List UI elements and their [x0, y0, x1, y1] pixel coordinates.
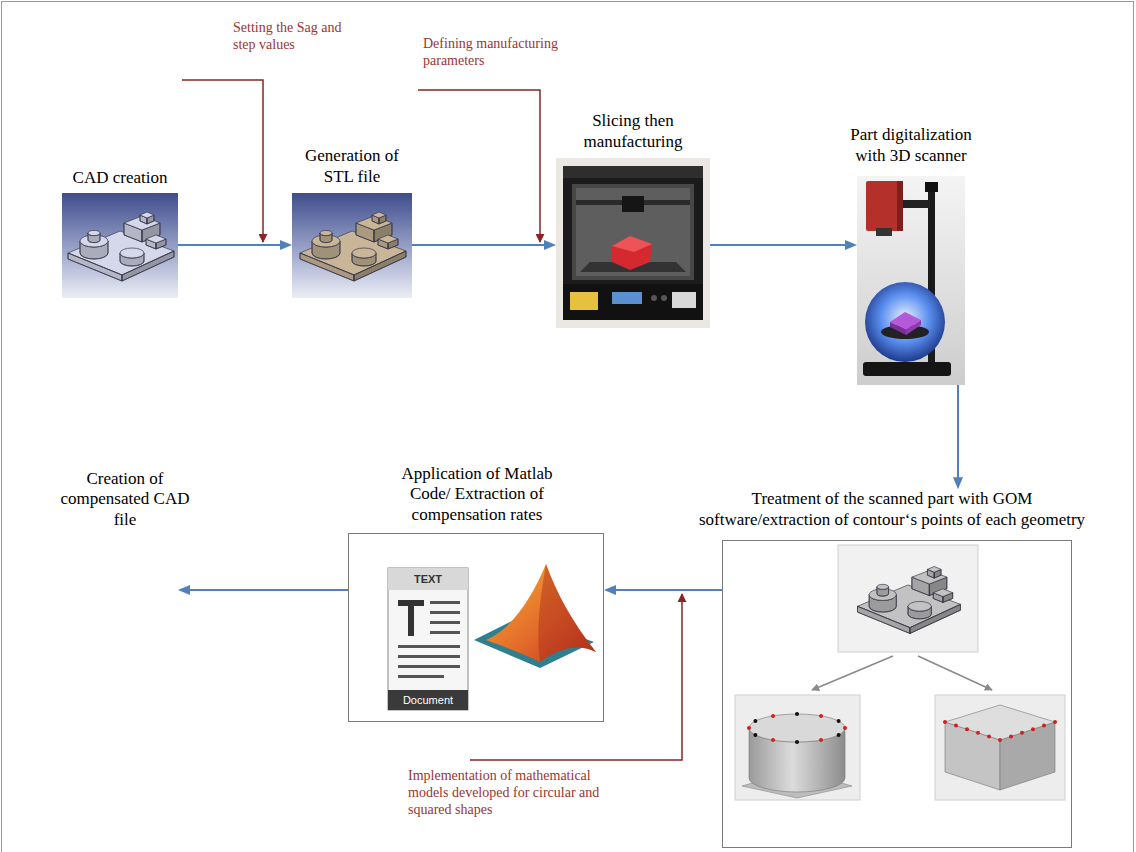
step-title: Generation of STL file: [290, 146, 414, 187]
step-title: Creation of compensated CAD file: [50, 469, 200, 530]
title-wrap: Creation of compensated CAD file: [50, 469, 200, 530]
process-step: Generation of STL file: [290, 146, 414, 298]
title-wrap: CAD creation: [62, 168, 178, 188]
figure-frame: [62, 193, 178, 298]
icon-caption: TEXT: [388, 573, 468, 586]
process-panel: Treatment of the scanned part with GOM s…: [692, 489, 1092, 848]
step-title: Slicing then manufacturing: [556, 111, 710, 152]
process-step: Part digitalization with 3D scanner: [836, 125, 986, 385]
document-icon: [388, 568, 468, 710]
step-title: Treatment of the scanned part with GOM s…: [692, 489, 1092, 530]
process-step: CAD creation: [62, 168, 178, 298]
annotation-arrow: [418, 90, 540, 242]
printer-photo: [556, 158, 710, 328]
flow-arrow: [412, 244, 550, 246]
annotation-note: Defining manufacturing parameters: [423, 36, 579, 70]
figure-frame: [62, 536, 178, 642]
panel-border: [348, 533, 604, 722]
annotation-arrow: [470, 594, 682, 760]
flow-arrow: [957, 385, 959, 483]
annotation-note: Setting the Sag and step values: [233, 20, 363, 54]
title-wrap: Application of Matlab Code/ Extraction o…: [381, 464, 573, 525]
annotation-note: Implementation of mathematical models de…: [408, 768, 622, 818]
flow-arrow: [178, 244, 286, 246]
step-title: CAD creation: [62, 168, 178, 188]
process-step: Creation of compensated CAD file: [50, 469, 200, 642]
figure-frame: [292, 193, 412, 298]
annotation-arrow: [182, 80, 263, 242]
step-title: Part digitalization with 3D scanner: [836, 125, 986, 166]
step-title: Application of Matlab Code/ Extraction o…: [381, 464, 573, 525]
figure-frame: [556, 158, 710, 328]
flow-arrow: [610, 589, 722, 591]
icon-caption: Document: [388, 694, 468, 707]
stl-image: [292, 193, 412, 298]
process-step: Slicing then manufacturing: [556, 111, 710, 328]
title-wrap: Generation of STL file: [290, 146, 414, 187]
title-wrap: Part digitalization with 3D scanner: [836, 125, 986, 166]
panel-border: [722, 540, 1072, 848]
cad-image: [62, 193, 178, 298]
flow-arrow: [184, 589, 348, 591]
title-wrap: Treatment of the scanned part with GOM s…: [692, 489, 1092, 530]
title-wrap: Slicing then manufacturing: [556, 111, 710, 152]
gom-images: [735, 545, 1065, 800]
matlab-logo: [474, 564, 596, 668]
process-panel: Application of Matlab Code/ Extraction o…: [348, 464, 604, 722]
scanner-photo: [857, 176, 965, 385]
flow-arrow: [710, 244, 851, 246]
figure-frame: [857, 176, 965, 385]
